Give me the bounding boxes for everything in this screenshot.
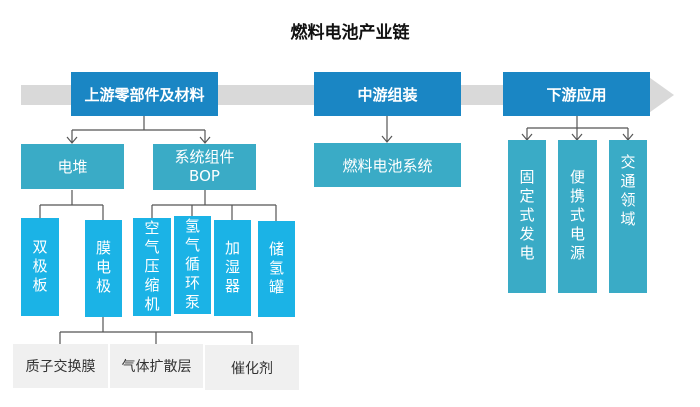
item-portable-power: 便携式电源 (558, 140, 597, 293)
component-label: 气体扩散层 (121, 359, 192, 375)
item-bipolar-plate: 双极板 (21, 218, 59, 316)
item-air-compressor: 空气压缩机 (133, 218, 171, 316)
item-fuel-cell-system: 燃料电池系统 (314, 143, 461, 187)
item-humidifier: 加湿器 (214, 220, 251, 316)
arrowhead-icon (66, 136, 211, 144)
item-stationary-power: 固定式发电 (508, 140, 546, 293)
component-gdl: 气体扩散层 (110, 344, 203, 388)
item-label: 双极板 (30, 238, 49, 296)
item-label: 便携式电源 (568, 169, 586, 264)
connector-downstream (526, 116, 629, 140)
item-label: 储氢罐 (267, 240, 285, 298)
component-label: 催化剂 (231, 360, 273, 377)
arrowhead-icon (381, 135, 393, 143)
group-bop-abbr: BOP (189, 167, 220, 185)
stage-downstream: 下游应用 (503, 72, 650, 116)
stage-upstream-label: 上游零部件及材料 (84, 85, 205, 104)
item-transportation: 交通领域 (609, 140, 647, 293)
item-label: 氢气循环泵 (183, 217, 201, 313)
item-label: 加湿器 (223, 239, 241, 297)
connector-stack (39, 190, 104, 220)
group-stack-label: 电堆 (57, 158, 88, 176)
group-bop-label: 系统组件 (174, 148, 235, 166)
group-stack: 电堆 (21, 144, 124, 189)
item-hydrogen-pump: 氢气循环泵 (174, 216, 211, 314)
item-label: 固定式发电 (517, 169, 536, 264)
item-hydrogen-tank: 储氢罐 (258, 221, 295, 317)
group-bop: 系统组件 BOP (153, 144, 256, 190)
stage-downstream-label: 下游应用 (546, 85, 607, 104)
stage-upstream: 上游零部件及材料 (71, 72, 218, 116)
stage-midstream-label: 中游组装 (357, 85, 418, 104)
item-label: 燃料电池系统 (342, 156, 433, 175)
item-mea: 膜电极 (85, 220, 122, 317)
item-label: 空气压缩机 (142, 219, 161, 315)
connector-mea (59, 316, 253, 344)
connector-bop (151, 190, 277, 221)
connector-upstream (71, 116, 206, 143)
component-label: 质子交换膜 (25, 359, 96, 375)
component-pem: 质子交换膜 (13, 344, 108, 388)
flow-arrow-head-icon (646, 75, 674, 115)
stage-midstream: 中游组装 (314, 72, 461, 116)
component-catalyst: 催化剂 (205, 345, 299, 390)
item-label: 交通领域 (618, 154, 637, 230)
item-label: 膜电极 (94, 240, 112, 297)
diagram-title: 燃料电池产业链 (290, 23, 410, 43)
